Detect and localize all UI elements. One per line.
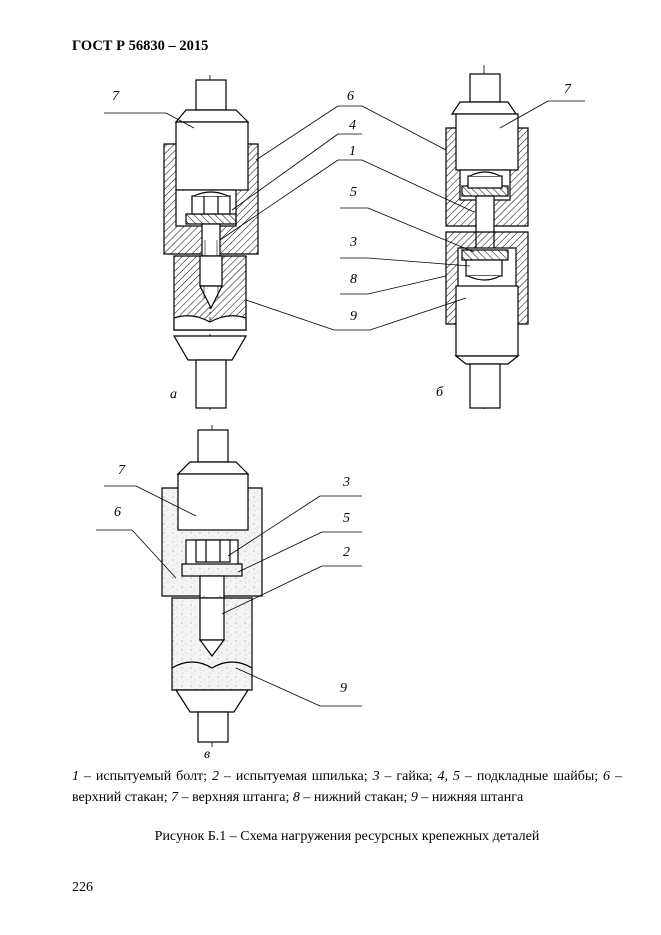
- legend-item: 1 – испытуемый болт;: [72, 769, 212, 784]
- callout-v-5: 5: [343, 511, 350, 526]
- label-a: а: [170, 387, 177, 402]
- callout-b-3: 3: [349, 235, 357, 250]
- drawing-v: [161, 425, 263, 750]
- callout-v-2: 2: [343, 545, 350, 560]
- drawing-b: [445, 65, 529, 410]
- callout-a-7: 7: [112, 89, 120, 104]
- label-v: в: [204, 747, 210, 760]
- callout-v-9: 9: [340, 681, 347, 696]
- figure-caption: Рисунок Б.1 – Схема нагружения ресурсных…: [154, 829, 540, 844]
- callout-a-1: 1: [349, 144, 356, 159]
- label-b: б: [436, 385, 444, 400]
- figure-legend: 1 – испытуемый болт; 2 – испытуемая шпил…: [72, 766, 622, 808]
- callout-v-7: 7: [118, 463, 126, 478]
- callout-b-7: 7: [564, 82, 572, 97]
- callout-b-8: 8: [350, 272, 357, 287]
- callout-b-5: 5: [350, 185, 357, 200]
- legend-item: 9 – нижняя штанга: [410, 790, 524, 805]
- callout-a-9: 9: [350, 309, 357, 324]
- drawing-b-callouts: [340, 100, 585, 331]
- callout-v-6: 6: [114, 505, 121, 520]
- drawing-a: [163, 75, 259, 410]
- drawing-v-callouts: [96, 485, 362, 707]
- loading-scheme-figure: 7 6 4 1 9 а 7 5 3 8: [96, 65, 585, 760]
- drawing-a-callouts: [104, 105, 370, 331]
- legend-item: 2 – испытуемая шпилька;: [212, 769, 373, 784]
- legend-item: 6 – верхний стакан;: [72, 769, 622, 805]
- callout-v-3: 3: [342, 475, 350, 490]
- legend-item: 3 – гайка;: [372, 769, 438, 784]
- legend-item: 7 – верхняя штанга;: [171, 790, 293, 805]
- legend-item: 8 – нижний стакан;: [292, 790, 411, 805]
- callout-a-4: 4: [349, 118, 356, 133]
- legend-item: 4, 5 – подкладные шайбы;: [437, 769, 604, 784]
- callout-a-6: 6: [347, 89, 354, 104]
- document-header: ГОСТ Р 56830 – 2015: [72, 38, 209, 54]
- page-number: 226: [72, 880, 93, 895]
